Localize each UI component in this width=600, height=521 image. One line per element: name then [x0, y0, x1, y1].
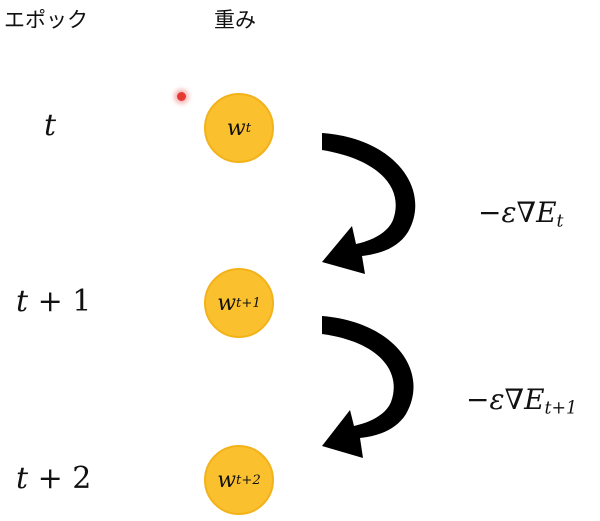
epsilon-symbol: ε	[489, 383, 505, 416]
gradient-label-t-plus-1: −ε∇Et+1	[466, 383, 577, 418]
weight-column-header: 重み	[214, 8, 256, 32]
minus-sign: −	[478, 196, 502, 229]
nabla-symbol: ∇	[516, 196, 537, 229]
epoch-var: t	[44, 108, 57, 143]
epoch-label-t-plus-2: t + 2	[16, 461, 91, 496]
epoch-num: 1	[72, 284, 92, 319]
curved-arrow-icon	[322, 316, 414, 458]
epoch-column-header: エポック	[4, 8, 88, 32]
error-symbol: E	[536, 196, 557, 229]
minus-sign: −	[466, 383, 490, 416]
weight-superscript: t+1	[236, 295, 261, 311]
gradient-subscript: t+1	[544, 398, 578, 419]
weight-superscript: t	[245, 120, 252, 136]
nabla-symbol: ∇	[504, 383, 525, 416]
epoch-label-t: t	[44, 108, 56, 143]
epsilon-symbol: ε	[501, 196, 517, 229]
weight-var: w	[217, 290, 237, 316]
epoch-op: +	[37, 284, 63, 319]
epoch-num: 2	[72, 461, 92, 496]
weight-var: w	[226, 115, 246, 141]
weight-var: w	[217, 467, 237, 493]
epoch-label-t-plus-1: t + 1	[16, 284, 91, 319]
gradient-subscript: t	[556, 211, 564, 232]
epoch-op: +	[37, 461, 63, 496]
weight-superscript: t+2	[236, 472, 261, 488]
curved-arrow-icon	[322, 133, 416, 274]
error-symbol: E	[524, 383, 545, 416]
gradient-label-t: −ε∇Et	[478, 196, 564, 231]
epoch-var: t	[16, 461, 29, 496]
epoch-var: t	[16, 284, 29, 319]
pointer-dot	[177, 92, 186, 101]
